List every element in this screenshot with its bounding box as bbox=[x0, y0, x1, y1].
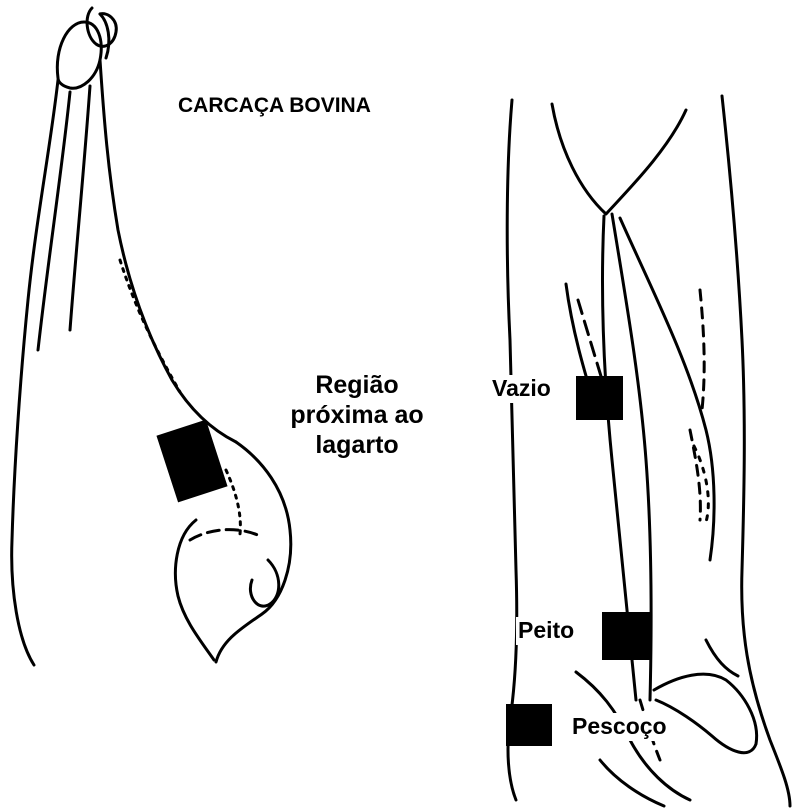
label-regiao-line-1: Região bbox=[282, 370, 432, 400]
label-peito: Peito bbox=[516, 617, 576, 645]
label-regiao-line-3: lagarto bbox=[282, 430, 432, 460]
label-regiao-proxima-ao-lagarto: Região próxima ao lagarto bbox=[282, 370, 432, 460]
sample-marker-pescoco bbox=[506, 704, 552, 746]
label-pescoco: Pescoço bbox=[570, 713, 669, 741]
label-vazio: Vazio bbox=[490, 375, 553, 403]
diagram-title: CARCAÇA BOVINA bbox=[178, 93, 371, 118]
right-carcass-outline bbox=[507, 96, 790, 806]
label-regiao-line-2: próxima ao bbox=[282, 400, 432, 430]
sample-marker-peito bbox=[602, 612, 650, 660]
sample-marker-vazio bbox=[576, 376, 623, 420]
